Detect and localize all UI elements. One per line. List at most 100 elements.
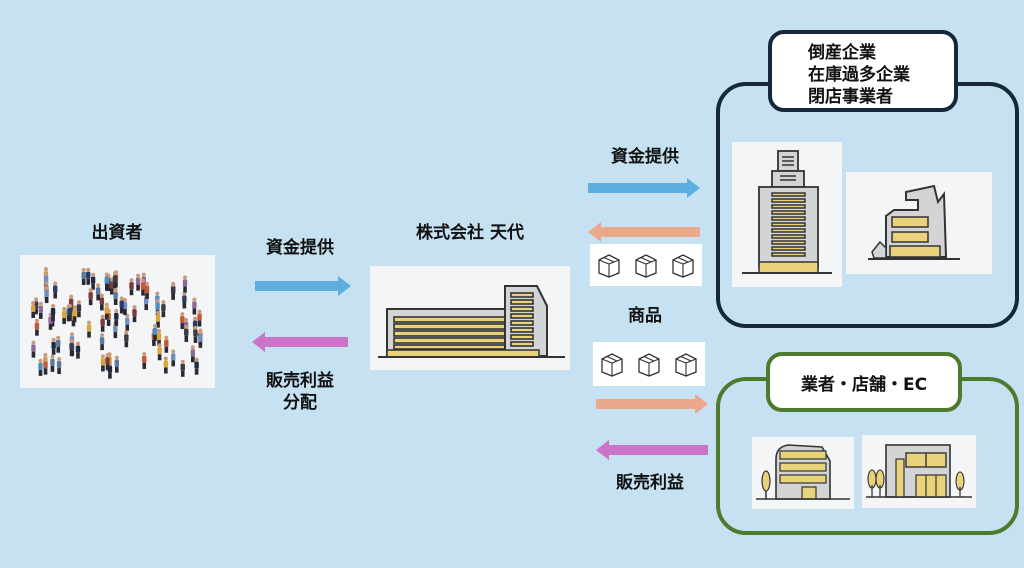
person-figure: [44, 286, 49, 304]
person-figure: [157, 343, 162, 361]
person-figure: [182, 275, 188, 293]
person-figure: [140, 278, 146, 296]
person-figure: [43, 357, 48, 375]
person-figure: [50, 354, 55, 372]
person-figure: [180, 359, 185, 377]
buyers-tag: 業者・店舗・EC: [766, 352, 962, 412]
person-figure: [95, 283, 101, 301]
person-figure: [75, 341, 81, 359]
goods-label: 商品: [628, 306, 662, 326]
person-figure: [86, 320, 92, 338]
package-box-icon: [598, 254, 620, 278]
skyscraper-icon: [742, 150, 832, 274]
person-figure: [50, 304, 56, 322]
person-figure: [161, 300, 166, 318]
person-figure: [184, 324, 189, 342]
package-box-icon: [601, 353, 623, 377]
person-figure: [81, 267, 86, 285]
people-crowd-icon: [30, 267, 203, 379]
person-figure: [113, 287, 118, 305]
person-figure: [67, 304, 73, 322]
person-figure: [34, 318, 40, 336]
package-box-icon: [638, 353, 660, 377]
shop-building-icon: [866, 444, 972, 498]
person-figure: [99, 333, 105, 351]
suppliers-tag: 倒産企業 在庫過多企業 閉店事業者: [768, 30, 958, 112]
person-figure: [100, 314, 105, 332]
company-building-image: [370, 266, 570, 370]
person-figure: [105, 353, 110, 371]
person-figure: [100, 354, 106, 372]
retail-building-image: [752, 437, 854, 509]
person-figure: [76, 300, 82, 318]
person-figure: [142, 351, 147, 369]
person-figure: [171, 349, 176, 367]
person-figure: [114, 355, 120, 373]
left-profit-label-line1: 販売利益: [266, 371, 334, 391]
supplier-type-bankrupt: 倒産企業: [808, 43, 876, 63]
tall-building-image: [732, 142, 842, 287]
person-figure: [193, 325, 198, 343]
left-funding-label: 資金提供: [266, 238, 334, 258]
right-profit-label: 販売利益: [616, 473, 684, 493]
supplier-type-overstock: 在庫過多企業: [808, 65, 910, 85]
person-figure: [88, 288, 93, 306]
person-figure: [170, 282, 176, 300]
person-figure: [61, 306, 67, 324]
damaged-building-icon: [868, 184, 960, 260]
person-figure: [99, 293, 105, 311]
person-figure: [51, 337, 56, 355]
funding-arrow-right-suppliers: [588, 178, 700, 198]
person-figure: [132, 305, 137, 323]
package-box-icon: [672, 254, 694, 278]
package-box-icon: [635, 254, 657, 278]
person-figure: [198, 330, 203, 348]
person-figure: [31, 340, 36, 358]
person-figure: [104, 272, 110, 290]
person-figure: [72, 305, 77, 323]
person-figure: [182, 291, 187, 309]
goods-arrow-right: [596, 394, 708, 414]
person-figure: [30, 300, 36, 318]
person-figure: [197, 309, 202, 327]
goods-boxes-bottom: [593, 342, 705, 386]
person-figure: [86, 267, 91, 285]
goods-boxes-top: [590, 244, 702, 286]
company-label: 株式会社 天代: [416, 223, 524, 243]
goods-arrow-left: [588, 222, 700, 242]
person-figure: [114, 308, 119, 326]
store-building-image: [862, 435, 976, 508]
person-figure: [90, 272, 96, 290]
package-box-icon: [675, 353, 697, 377]
person-figure: [69, 338, 74, 356]
person-figure: [125, 313, 130, 331]
person-figure: [180, 312, 185, 330]
person-figure: [190, 345, 196, 363]
buyers-label: 業者・店舗・EC: [800, 374, 928, 395]
person-figure: [53, 281, 58, 299]
investor-label: 出資者: [91, 223, 143, 243]
investor-crowd-image: [20, 255, 215, 388]
collapsed-building-image: [846, 172, 992, 274]
person-figure: [104, 302, 109, 320]
profit-arrow-left: [252, 332, 348, 352]
supplier-type-closing: 閉店事業者: [808, 87, 893, 107]
person-figure: [156, 329, 162, 347]
person-figure: [135, 273, 141, 291]
office-building-icon: [378, 285, 565, 358]
person-figure: [109, 277, 114, 295]
person-figure: [124, 330, 129, 348]
person-figure: [56, 357, 62, 375]
commercial-building-icon: [756, 444, 850, 500]
person-figure: [38, 358, 43, 376]
person-figure: [163, 356, 169, 374]
person-figure: [164, 335, 169, 353]
person-figure: [192, 297, 197, 315]
profit-arrow-left-buyers: [596, 440, 708, 460]
person-figure: [56, 335, 61, 353]
person-figure: [129, 278, 134, 296]
person-figure: [112, 271, 118, 289]
person-figure: [194, 357, 199, 375]
person-figure: [144, 281, 150, 299]
person-figure: [152, 323, 158, 341]
